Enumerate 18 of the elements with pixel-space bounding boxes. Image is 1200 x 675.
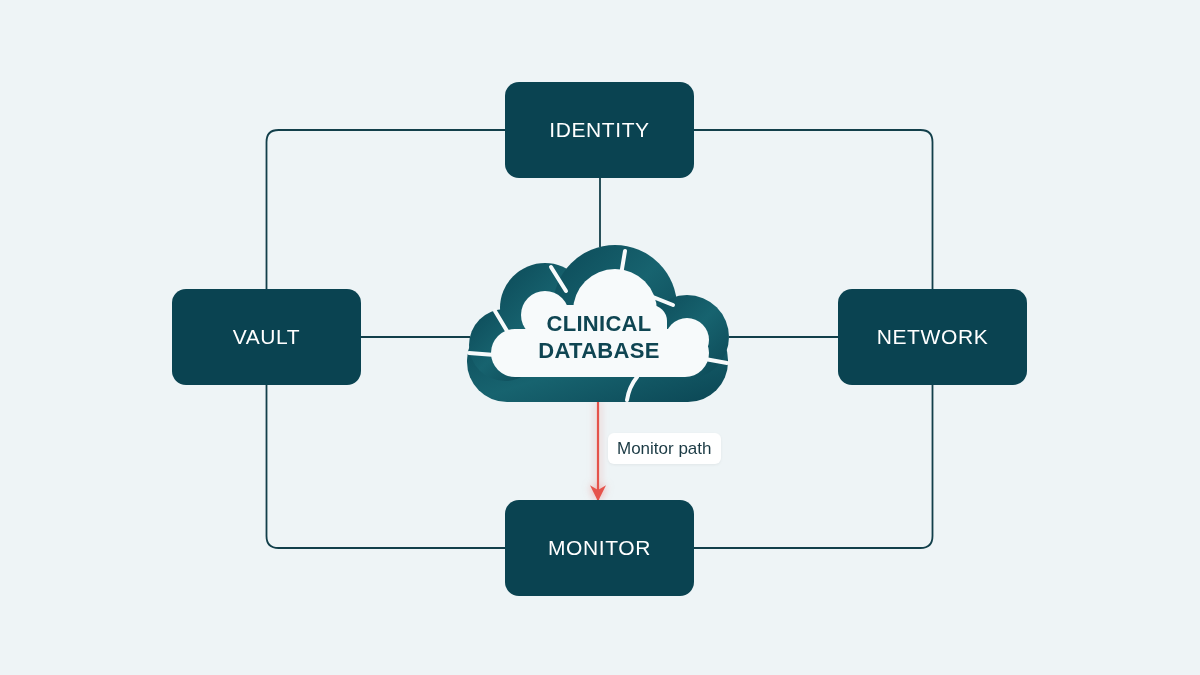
edge-label: Monitor path <box>608 433 721 464</box>
connector-line <box>360 336 471 338</box>
box-label: IDENTITY <box>549 117 650 144</box>
process-box <box>172 289 361 385</box>
connector-line <box>728 336 839 338</box>
connector-line <box>693 129 934 290</box>
connector-line <box>265 129 506 290</box>
process-box <box>505 500 694 596</box>
process-box <box>505 82 694 178</box>
box-label: VAULT <box>232 324 301 351</box>
cloud-label: CLINICAL DATABASE <box>537 310 661 364</box>
connector-line <box>599 177 601 248</box>
box-label: NETWORK <box>876 324 989 351</box>
connector-line <box>693 384 934 549</box>
process-box <box>838 289 1027 385</box>
connector-line <box>265 384 506 549</box>
arrow <box>590 400 606 502</box>
box-label: MONITOR <box>548 535 651 562</box>
